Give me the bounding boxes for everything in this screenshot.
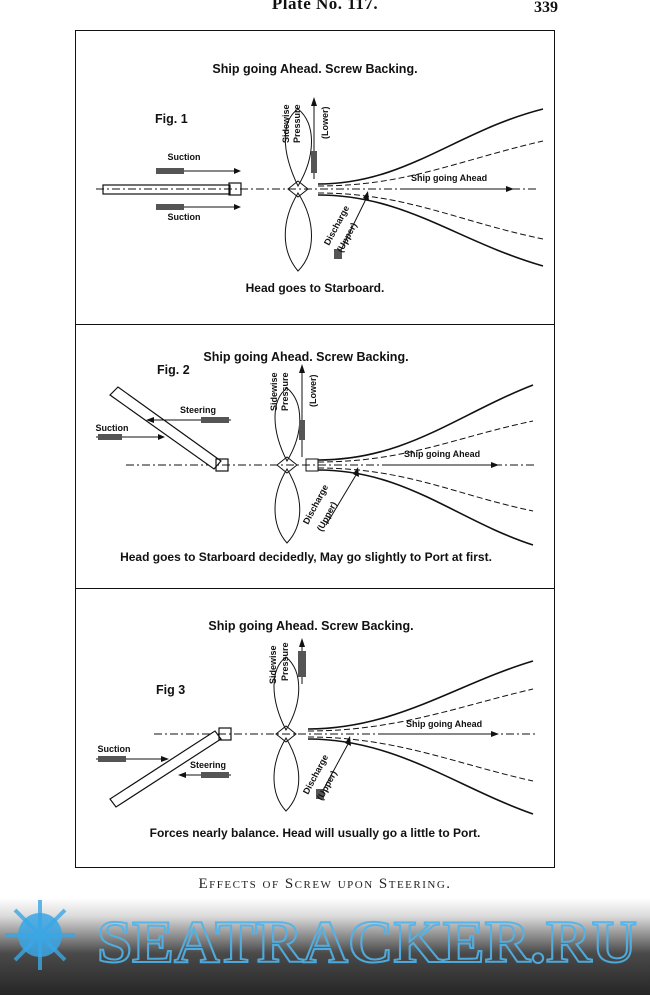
figure-2: Ship going Ahead. Screw Backing. Fig. 2 … (96, 350, 536, 564)
pressure-label: Pressure (280, 372, 290, 411)
propeller-blade-lower (273, 737, 300, 812)
watermark-text: SEATRACKER.RU (97, 909, 637, 975)
steering-label: Steering (180, 405, 216, 415)
watermark-sun-icon (5, 900, 75, 970)
sidewise-pressure-arrow (299, 364, 305, 457)
wake-curve-upper (317, 384, 534, 461)
figure-3: Ship going Ahead. Screw Backing. Fig 3 S… (96, 619, 536, 840)
figure-title: Ship going Ahead. Screw Backing. (208, 619, 413, 633)
rudder-post (215, 458, 229, 472)
figure-divider (75, 588, 555, 589)
suction-arrow-bottom (156, 204, 241, 210)
propeller-blade-upper (273, 656, 300, 732)
ship-ahead-arrow (386, 462, 499, 468)
propeller-blade-upper (284, 108, 312, 188)
lower-label: (Lower) (320, 106, 330, 139)
wake-curve-lower-dashed (307, 736, 534, 782)
wake-curve-lower (317, 469, 534, 546)
wake-curve-upper-dashed (317, 420, 534, 463)
rudder-post (218, 727, 232, 741)
figure-caption: Head goes to Starboard decidedly, May go… (120, 550, 492, 564)
sidewise-pressure-arrow (311, 97, 317, 179)
suction-label: Suction (98, 744, 131, 754)
propeller-hub (276, 456, 298, 474)
discharge-arrow (316, 736, 351, 799)
wake-curve-lower-dashed (317, 467, 534, 512)
suction-arrow (96, 434, 165, 440)
ship-ahead-arrow (386, 731, 499, 737)
plate-title: Plate No. 117. (271, 0, 379, 13)
steering-label: Steering (190, 760, 226, 770)
ship-ahead-label: Ship going Ahead (411, 173, 487, 183)
watermark: SEATRACKER.RU (5, 900, 638, 976)
plate-caption-text: Effects of Screw upon Steering. (198, 876, 452, 892)
plate-frame (75, 30, 555, 868)
figure-divider (75, 324, 555, 325)
sidewise-label: Sidewise (269, 372, 279, 411)
wake-curve-lower (307, 738, 534, 815)
ship-ahead-label: Ship going Ahead (406, 719, 482, 729)
steering-arrow (178, 772, 231, 778)
figure-title: Ship going Ahead. Screw Backing. (212, 62, 417, 76)
sidewise-pressure-arrow (298, 638, 306, 684)
wake-curve-upper-dashed (307, 688, 534, 732)
suction-label: Suction (96, 423, 129, 433)
propeller-blade-lower (274, 468, 301, 544)
figure-title: Ship going Ahead. Screw Backing. (203, 350, 408, 364)
sidewise-label: Sidewise (268, 645, 278, 684)
plate-caption: Effects of Screw upon Steering. (0, 876, 650, 893)
figure-label: Fig. 2 (157, 363, 190, 377)
ship-ahead-label: Ship going Ahead (404, 449, 480, 459)
figure-label: Fig. 1 (155, 112, 188, 126)
ship-ahead-arrow (406, 186, 514, 192)
wake-curve-lower-dashed (317, 192, 544, 240)
figure-caption: Head goes to Starboard. (246, 281, 385, 295)
suction-label: Suction (168, 212, 201, 222)
propeller-hub (275, 725, 297, 743)
sidewise-label: Sidewise (281, 104, 291, 143)
rudder-blade (109, 386, 222, 470)
steering-arrow (146, 417, 231, 423)
propeller-shaft-box (305, 458, 319, 472)
wake-curve-upper (307, 660, 534, 730)
pressure-label: Pressure (292, 104, 302, 143)
lower-label: (Lower) (308, 374, 318, 407)
suction-label: Suction (168, 152, 201, 162)
propeller-hub (287, 180, 309, 198)
suction-arrow-top (156, 168, 241, 174)
figure-caption: Forces nearly balance. Head will usually… (150, 826, 481, 840)
figure-label: Fig 3 (156, 683, 185, 697)
figure-1: Ship going Ahead. Screw Backing. Fig. 1 … (96, 62, 544, 295)
page-number: 339 (534, 0, 558, 16)
wake-curve-upper-dashed (317, 140, 544, 187)
wake-curve-upper (317, 108, 544, 185)
rudder-blade (109, 730, 222, 808)
wake-curve-lower (317, 194, 544, 267)
footer-photo-band (0, 885, 650, 995)
discharge-arrow (334, 191, 369, 259)
propeller-blade-lower (284, 192, 312, 272)
pressure-label: Pressure (280, 642, 290, 681)
propeller-blade-upper (274, 387, 301, 463)
discharge-arrow (325, 467, 359, 526)
suction-arrow (96, 756, 169, 762)
